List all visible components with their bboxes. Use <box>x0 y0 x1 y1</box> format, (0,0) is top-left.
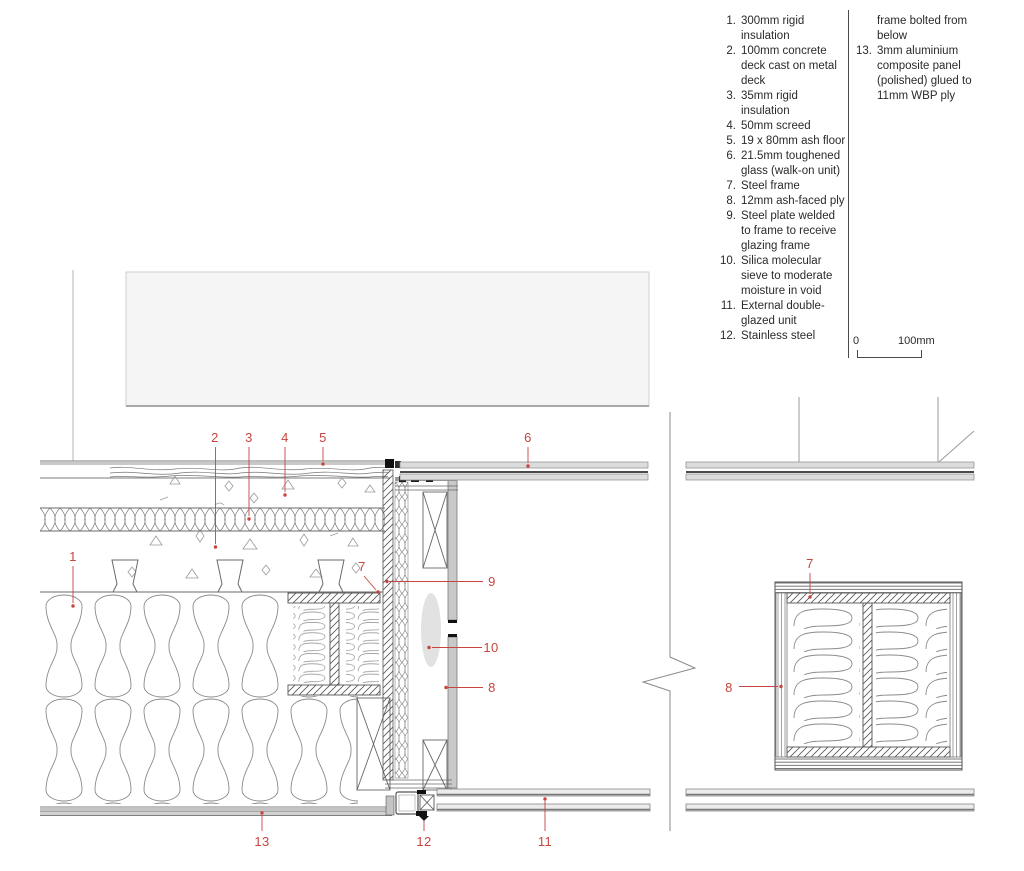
stainless-frame-junction <box>395 790 435 821</box>
legend-item: 3.35mm rigid insulation <box>726 90 798 117</box>
legend-item: 10.Silica molecular sieve to moderate mo… <box>720 255 833 297</box>
ash-floor-layer <box>40 460 390 479</box>
callout-3: 3 <box>245 430 253 445</box>
break-line <box>641 412 697 831</box>
metal-deck-ribs <box>40 559 383 593</box>
callout-5: 5 <box>319 430 327 445</box>
legend-item: 1.300mm rigid insulation <box>726 15 805 42</box>
legend-item: 9.Steel plate welded to frame to receive… <box>726 210 837 252</box>
steel-frame-box-detail <box>774 581 963 771</box>
callout-8-box: 8 <box>725 680 733 695</box>
wall-mass-above <box>72 270 650 461</box>
callout-7-box: 7 <box>806 556 814 571</box>
legend-column-2: frame bolted from below 13.3mm aluminium… <box>850 14 987 104</box>
ash-ply-bar-upper <box>447 476 458 621</box>
scale-bar <box>857 350 922 358</box>
ash-ply-bar-lower <box>447 636 458 789</box>
legend-item: 13.3mm aluminium composite panel (polish… <box>856 45 972 102</box>
callout-7-main: 7 <box>358 559 366 574</box>
callout-leaders <box>71 447 812 831</box>
silica-sieve-void <box>421 593 441 667</box>
legend-item: frame bolted from below <box>877 15 968 42</box>
external-dgu <box>436 788 975 812</box>
walk-on-glass-unit <box>399 397 975 481</box>
callout-8-main: 8 <box>488 680 496 695</box>
callout-10: 10 <box>483 640 499 655</box>
callout-4: 4 <box>281 430 289 445</box>
callout-1: 1 <box>69 549 77 564</box>
composite-panel <box>40 795 395 816</box>
callout-2: 2 <box>211 430 219 445</box>
legend-item: 6.21.5mm toughened glass (walk-on unit) <box>726 150 841 177</box>
steel-beam-section <box>287 592 381 696</box>
legend-item: 2.100mm concrete deck cast on metal deck <box>726 45 837 87</box>
legend-item: 8.12mm ash-faced ply <box>726 195 845 207</box>
legend-column-1: 1.300mm rigid insulation 2.100mm concret… <box>710 14 847 344</box>
callout-9: 9 <box>488 574 496 589</box>
callout-11: 11 <box>537 834 553 849</box>
scale-zero-label: 0 <box>853 335 860 347</box>
legend-item: 11.External double-glazed unit <box>720 300 825 327</box>
legend-item: 4.50mm screed <box>726 120 811 132</box>
legend-divider <box>848 10 849 358</box>
rigid-insulation-band <box>40 507 385 532</box>
callout-6: 6 <box>524 430 532 445</box>
legend-item: 7.Steel frame <box>726 180 800 192</box>
glazing-frame-assembly <box>382 459 458 791</box>
scale-100mm-label: 100mm <box>898 335 935 347</box>
callout-13: 13 <box>254 834 270 849</box>
legend-item: 5.19 x 80mm ash floor <box>726 135 846 147</box>
main-insulation <box>40 594 358 804</box>
legend-item: 12.Stainless steel <box>720 330 816 342</box>
callout-12: 12 <box>416 834 432 849</box>
